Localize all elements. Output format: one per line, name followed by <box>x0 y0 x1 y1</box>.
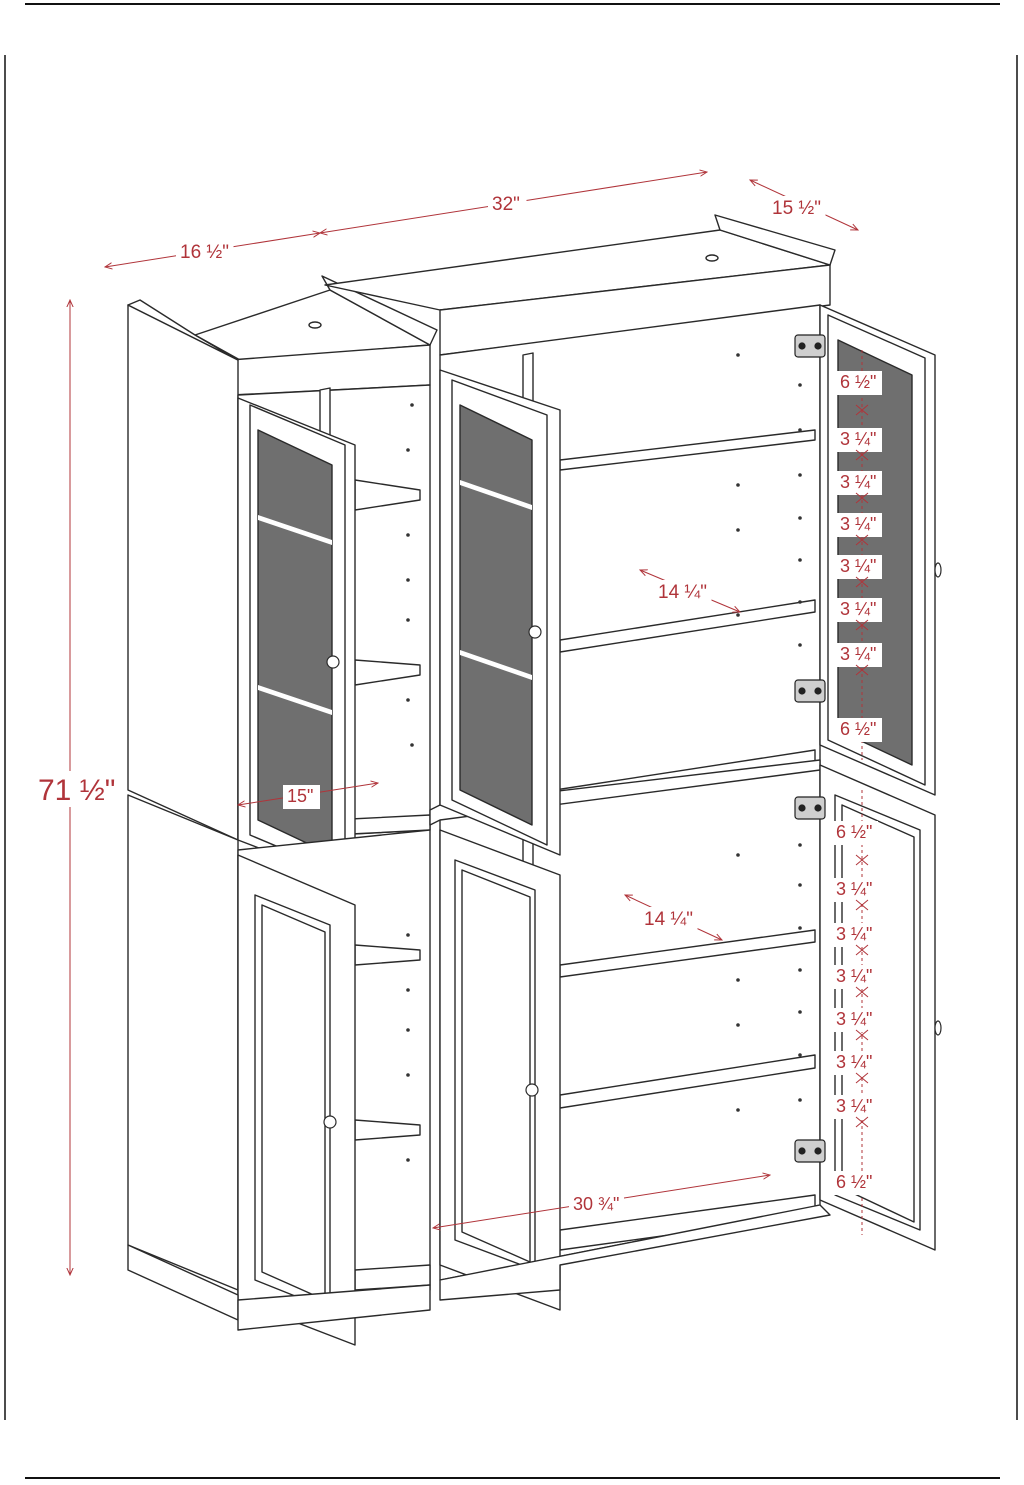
dim-upper-spacing: 6 ½" <box>836 718 882 742</box>
dim-lower-spacing: 3 ¼" <box>832 878 878 902</box>
svg-text:3 ¼": 3 ¼" <box>840 556 876 576</box>
dim-lower-spacing: 3 ¼" <box>832 1095 878 1119</box>
dim-width-left: 16 ½" <box>176 240 234 265</box>
dim-lower-spacing: 3 ¼" <box>832 1051 878 1075</box>
dim-lower-spacing: 3 ¼" <box>832 923 878 947</box>
dim-lower-spacing: 6 ½" <box>832 1171 878 1195</box>
svg-text:15 ½": 15 ½" <box>772 198 821 219</box>
svg-text:3 ¼": 3 ¼" <box>840 644 876 664</box>
svg-text:30 ¾": 30 ¾" <box>573 1194 619 1214</box>
dimension-labels: 16 ½" 32" 15 ½" 71 ½" 15" 14 ¼" 14 ¼" 30 ¾" 6 ½"… <box>34 192 882 1217</box>
knob-icon <box>934 562 942 578</box>
knob-icon <box>326 655 340 669</box>
spacing-marker-icon <box>855 1116 869 1128</box>
dim-upper-spacing: 3 ¼" <box>836 555 882 579</box>
spacing-marker-icon <box>855 1072 869 1084</box>
hinge-icon <box>794 334 826 358</box>
svg-text:3 ¼": 3 ¼" <box>836 966 872 986</box>
svg-text:3 ¼": 3 ¼" <box>836 1052 872 1072</box>
dim-lower-spacing: 3 ¼" <box>832 1008 878 1032</box>
dim-lower-spacing: 3 ¼" <box>832 965 878 989</box>
svg-text:15": 15" <box>287 786 313 806</box>
svg-text:3 ¼": 3 ¼" <box>840 599 876 619</box>
svg-text:16 ½": 16 ½" <box>180 242 229 263</box>
svg-text:3 ¼": 3 ¼" <box>840 472 876 492</box>
spacing-marker-icon <box>855 492 869 504</box>
dim-lower-spacing: 6 ½" <box>832 821 878 845</box>
spacing-marker-icon <box>855 986 869 998</box>
dim-upper-spacing: 3 ¼" <box>836 513 882 537</box>
svg-text:3 ¼": 3 ¼" <box>836 1009 872 1029</box>
hinge-icon <box>794 679 826 703</box>
knob-icon <box>528 625 542 639</box>
dim-left-interior: 15" <box>283 785 320 809</box>
dim-upper-spacing: 3 ¼" <box>836 428 882 452</box>
dim-depth: 15 ½" <box>768 196 826 221</box>
dim-upper-spacing: 3 ¼" <box>836 643 882 667</box>
svg-text:6 ½": 6 ½" <box>836 822 872 842</box>
spacing-marker-icon <box>855 449 869 461</box>
dim-base-width: 30 ¾" <box>569 1193 624 1217</box>
spacing-marker-icon <box>855 664 869 676</box>
hinge-icon <box>794 796 826 820</box>
svg-text:3 ¼": 3 ¼" <box>836 879 872 899</box>
spacing-marker-icon <box>855 899 869 911</box>
knob-icon <box>525 1083 539 1097</box>
spacing-marker-icon <box>855 576 869 588</box>
spacing-marker-icon <box>855 404 869 416</box>
dim-upper-shelf: 14 ¼" <box>654 580 712 605</box>
svg-text:6 ½": 6 ½" <box>840 372 876 392</box>
svg-text:3 ¼": 3 ¼" <box>836 924 872 944</box>
spacing-marker-icon <box>855 1029 869 1041</box>
svg-text:3 ¼": 3 ¼" <box>840 429 876 449</box>
knob-icon <box>323 1115 337 1129</box>
svg-text:3 ¼": 3 ¼" <box>836 1096 872 1116</box>
dim-lower-shelf: 14 ¼" <box>640 907 698 932</box>
spacing-marker-icon <box>855 854 869 866</box>
dim-upper-spacing: 3 ¼" <box>836 598 882 622</box>
dim-width-total: 32" <box>488 192 527 217</box>
dim-height: 71 ½" <box>34 771 119 807</box>
svg-text:14 ¼": 14 ¼" <box>658 582 707 603</box>
knob-icon <box>934 1020 942 1036</box>
spacing-marker-icon <box>855 944 869 956</box>
dim-upper-spacing: 3 ¼" <box>836 471 882 495</box>
spacing-marker-icon <box>855 534 869 546</box>
hinge-icon <box>794 1139 826 1163</box>
svg-text:32": 32" <box>492 194 520 215</box>
shelf-pin-holes <box>406 353 802 1162</box>
svg-text:6 ½": 6 ½" <box>840 719 876 739</box>
spacing-marker-icon <box>855 619 869 631</box>
svg-text:14 ¼": 14 ¼" <box>644 909 693 930</box>
dim-upper-spacing: 6 ½" <box>836 371 882 395</box>
cabinet-outline <box>127 214 936 1346</box>
svg-text:3 ¼": 3 ¼" <box>840 514 876 534</box>
svg-text:6 ½": 6 ½" <box>836 1172 872 1192</box>
svg-text:71 ½": 71 ½" <box>38 774 115 807</box>
